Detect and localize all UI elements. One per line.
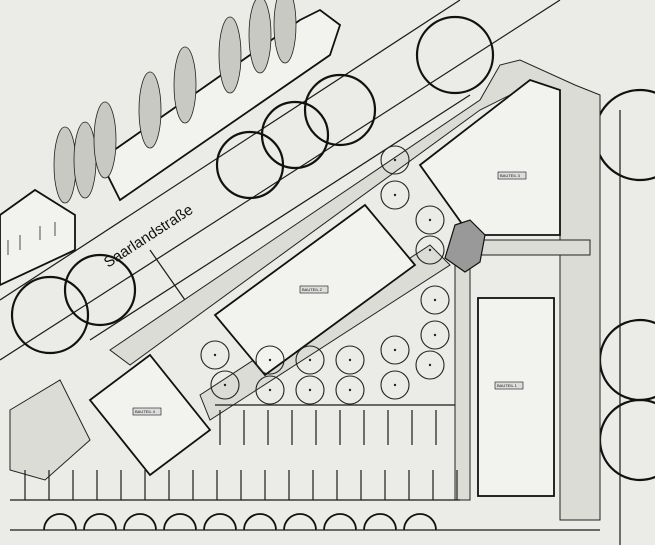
courtyard-trees: [200, 145, 450, 405]
tree-canopy: [415, 235, 445, 265]
poplar-tree: [53, 126, 77, 204]
tree-canopy: [210, 370, 240, 400]
poplar-tree: [273, 0, 297, 64]
tree-trunk: [393, 348, 397, 352]
tree-trunk: [393, 383, 397, 387]
tree-canopy: [380, 180, 410, 210]
building-label: BAUTEIL 3: [500, 173, 521, 178]
tree-trunk: [308, 358, 312, 362]
parking-stalls: [24, 410, 458, 531]
poplar-tree: [93, 101, 117, 179]
tree-trunk: [428, 248, 432, 252]
building-label: BAUTEIL 2: [302, 287, 323, 292]
tree-canopy: [43, 513, 77, 531]
building-bauteil-4: BAUTEIL 4: [88, 353, 212, 477]
tree-canopy: [380, 145, 410, 175]
poplar-tree: [218, 16, 242, 94]
tree-canopy: [295, 375, 325, 405]
elevation-sketch: [0, 0, 342, 286]
tree-canopy: [363, 513, 397, 531]
building-bauteil-1: BAUTEIL 1: [477, 297, 555, 497]
tree-canopy: [420, 320, 450, 350]
building-label: BAUTEIL 4: [135, 409, 156, 414]
tree-canopy: [380, 370, 410, 400]
tree-trunk: [223, 383, 227, 387]
poplar-tree: [73, 121, 97, 199]
tree-canopy: [283, 513, 317, 531]
tree-canopy: [123, 513, 157, 531]
tree-canopy: [415, 205, 445, 235]
building-label: BAUTEIL 1: [497, 383, 518, 388]
tree-canopy: [415, 350, 445, 380]
tree-canopy: [255, 375, 285, 405]
tree-canopy: [403, 513, 437, 531]
tree-trunk: [348, 388, 352, 392]
tree-canopy: [335, 345, 365, 375]
tree-trunk: [433, 298, 437, 302]
tree-canopy: [255, 345, 285, 375]
tree-canopy: [243, 513, 277, 531]
tree-trunk: [268, 358, 272, 362]
tree-canopy: [335, 375, 365, 405]
poplar-tree: [138, 71, 162, 149]
tree-canopy: [203, 513, 237, 531]
street-name: Saarlandstraße: [101, 201, 196, 271]
tree-canopy: [420, 285, 450, 315]
building-bauteil-2: BAUTEIL 2: [213, 203, 417, 377]
poplar-tree: [173, 46, 197, 124]
pavilion: [444, 219, 486, 273]
tree-trunk: [428, 363, 432, 367]
tree-trunk: [428, 218, 432, 222]
tree-trunk: [348, 358, 352, 362]
tree-canopy: [163, 513, 197, 531]
tree-canopy: [380, 335, 410, 365]
tree-canopy: [200, 340, 230, 370]
tree-canopy: [295, 345, 325, 375]
poplar-tree: [248, 0, 272, 74]
tree-canopy: [83, 513, 117, 531]
tree-trunk: [393, 193, 397, 197]
tree-trunk: [433, 333, 437, 337]
tree-canopy: [323, 513, 357, 531]
tree-trunk: [393, 158, 397, 162]
tree-trunk: [308, 388, 312, 392]
footpaths: [9, 59, 601, 521]
tree-trunk: [213, 353, 217, 357]
tree-trunk: [268, 388, 272, 392]
